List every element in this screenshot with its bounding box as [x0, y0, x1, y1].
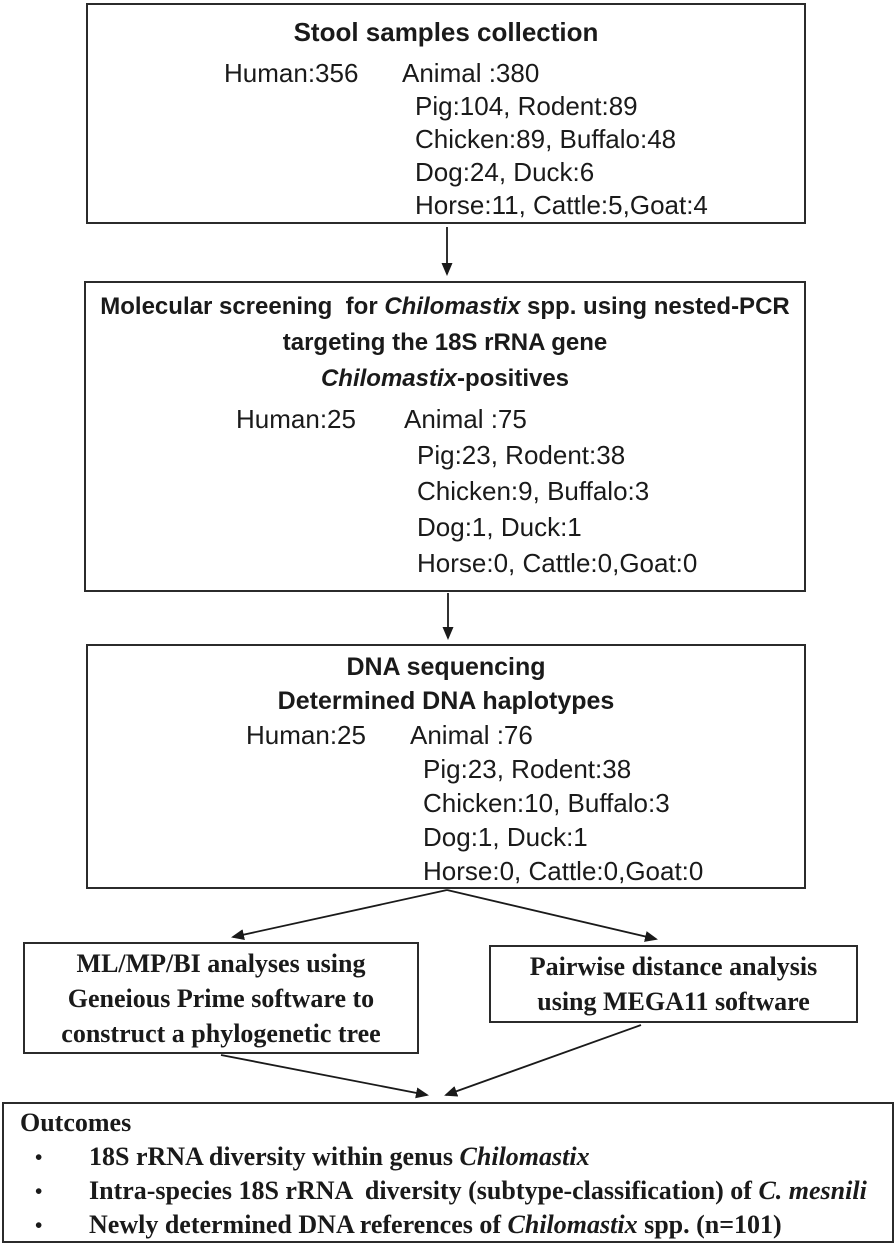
- animal-detail-line: Chicken:89, Buffalo:48: [415, 124, 677, 154]
- animal-count: Animal :76: [410, 720, 533, 750]
- pairwise-line: using MEGA11 software: [537, 987, 810, 1016]
- animal-detail-line: Pig:23, Rodent:38: [423, 754, 632, 784]
- sequencing-title-line: Determined DNA haplotypes: [277, 687, 615, 715]
- pairwise-line: Pairwise distance analysis: [529, 952, 818, 981]
- screening-box-title: Molecular screening for Chilomastix spp.…: [86, 289, 804, 397]
- animal-count-group: Animal :75 Pig:23, Rodent:38 Chicken:9, …: [404, 401, 697, 581]
- sequencing-title-line: DNA sequencing: [346, 653, 546, 681]
- animal-count-group: Animal :380 Pig:104, Rodent:89 Chicken:8…: [402, 57, 708, 222]
- animal-count: Animal :380: [402, 58, 540, 88]
- outcomes-title: Outcomes: [20, 1108, 132, 1137]
- human-count: Human:356: [224, 58, 359, 88]
- animal-detail-line: Dog:1, Duck:1: [417, 512, 582, 542]
- animal-detail-line: Chicken:9, Buffalo:3: [417, 476, 650, 506]
- stool-collection-box: Stool samples collection Human:356 Anima…: [86, 3, 806, 224]
- animal-detail-line: Horse:0, Cattle:0,Goat:0: [417, 548, 698, 578]
- screening-title-line: targeting the 18S rRNA gene: [282, 329, 608, 356]
- phylo-line: ML/MP/BI analyses using: [76, 949, 366, 978]
- phylogenetic-analysis-box: ML/MP/BI analyses using Geneious Prime s…: [23, 942, 419, 1054]
- animal-detail-line: Pig:23, Rodent:38: [417, 440, 626, 470]
- animal-detail-line: Horse:0, Cattle:0,Goat:0: [423, 856, 704, 886]
- dna-sequencing-box: DNA sequencing Determined DNA haplotypes…: [86, 644, 806, 889]
- screening-title-line: Chilomastix-positives: [320, 365, 570, 392]
- animal-detail-line: Pig:104, Rodent:89: [415, 91, 638, 121]
- pairwise-distance-box: Pairwise distance analysis using MEGA11 …: [489, 945, 858, 1023]
- animal-detail-line: Dog:1, Duck:1: [423, 822, 588, 852]
- bullet-icon: •: [35, 1145, 43, 1169]
- animal-detail-line: Chicken:10, Buffalo:3: [423, 788, 670, 818]
- arrow-phylo-to-outcomes-icon: [220, 1054, 429, 1099]
- screening-counts: Human:25 Animal :75 Pig:23, Rodent:38 Ch…: [236, 401, 804, 581]
- animal-details: Pig:104, Rodent:89 Chicken:89, Buffalo:4…: [415, 90, 708, 222]
- outcome-text: Newly determined DNA references of Chilo…: [89, 1210, 782, 1239]
- animal-details: Pig:23, Rodent:38 Chicken:9, Buffalo:3 D…: [417, 437, 697, 581]
- animal-detail-line: Horse:11, Cattle:5,Goat:4: [415, 190, 708, 220]
- stool-counts: Human:356 Animal :380 Pig:104, Rodent:89…: [224, 57, 804, 222]
- outcome-item: • 18S rRNA diversity within genus Chilom…: [20, 1140, 882, 1174]
- phylo-line: construct a phylogenetic tree: [61, 1019, 381, 1048]
- screening-title-line: Molecular screening for Chilomastix spp.…: [100, 293, 790, 320]
- human-count: Human:25: [236, 404, 356, 434]
- animal-count: Animal :75: [404, 404, 527, 434]
- molecular-screening-box: Molecular screening for Chilomastix spp.…: [84, 281, 806, 592]
- sequencing-counts: Human:25 Animal :76 Pig:23, Rodent:38 Ch…: [246, 718, 804, 888]
- outcome-item: • Newly determined DNA references of Chi…: [20, 1208, 882, 1242]
- phylo-line: Geneious Prime software to: [67, 984, 375, 1013]
- animal-detail-line: Dog:24, Duck:6: [415, 157, 595, 187]
- outcome-text: 18S rRNA diversity within genus Chilomas…: [89, 1142, 590, 1171]
- outcome-item: • Intra-species 18S rRNA diversity (subt…: [20, 1174, 882, 1208]
- arrow-sequencing-to-pairwise-icon: [446, 889, 658, 942]
- bullet-icon: •: [35, 1179, 43, 1203]
- animal-count-group: Animal :76 Pig:23, Rodent:38 Chicken:10,…: [410, 718, 703, 888]
- bullet-icon: •: [35, 1213, 43, 1237]
- human-count: Human:25: [246, 720, 366, 750]
- outcome-text: Intra-species 18S rRNA diversity (subtyp…: [89, 1176, 867, 1205]
- arrow-sequencing-to-phylo-icon: [231, 889, 448, 941]
- stool-box-title: Stool samples collection: [293, 17, 599, 47]
- arrow-pairwise-to-outcomes-icon: [444, 1024, 642, 1097]
- sequencing-box-title: DNA sequencing Determined DNA haplotypes: [88, 650, 804, 718]
- animal-details: Pig:23, Rodent:38 Chicken:10, Buffalo:3 …: [423, 752, 703, 888]
- outcomes-box: Outcomes • 18S rRNA diversity within gen…: [2, 1102, 894, 1243]
